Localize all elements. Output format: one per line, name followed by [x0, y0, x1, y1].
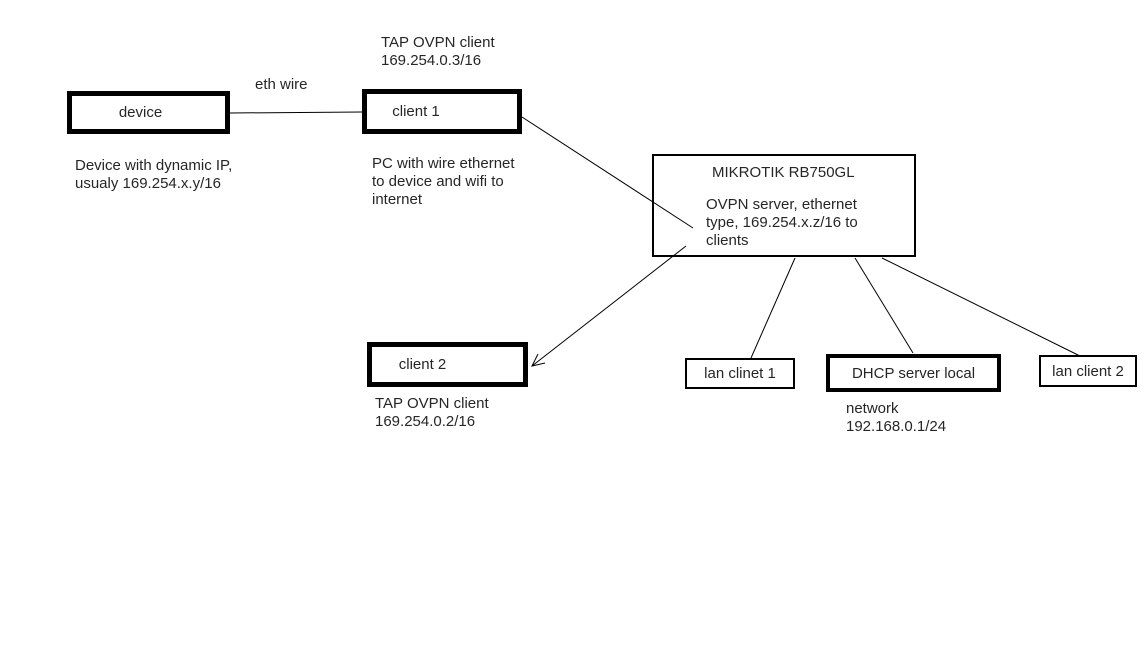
edge-mikrotik-lan-client2 — [881, 257, 1081, 357]
node-dhcp-server: DHCP server local — [826, 354, 1001, 392]
node-client1: client 1 — [362, 89, 522, 134]
node-client1-label: client 1 — [392, 103, 440, 120]
node-mikrotik-router: MIKROTIK RB750GL OVPN server, ethernet t… — [652, 154, 916, 257]
node-device-label: device — [118, 104, 163, 121]
annotation-client1-ip: TAP OVPN client 169.254.0.3/16 — [381, 34, 495, 69]
annotation-device-note: Device with dynamic IP, usualy 169.254.x… — [75, 157, 233, 192]
annotation-dhcp-note: network 192.168.0.1/24 — [846, 400, 947, 435]
node-dhcp-server-label: DHCP server local — [851, 364, 976, 382]
edge-mikrotik-lan-client1 — [750, 257, 796, 359]
edge-mikrotik-client2-arrowhead — [531, 353, 546, 367]
node-lan-client2: lan client 2 — [1039, 355, 1137, 387]
annotation-client1-note: PC with wire ethernet to device and wifi… — [372, 155, 515, 208]
mikrotik-title: MIKROTIK RB750GL — [712, 164, 855, 181]
node-lan-client1: lan clinet 1 — [685, 358, 795, 389]
annotation-client2-ip: TAP OVPN client 169.254.0.2/16 — [375, 395, 489, 430]
node-device: device — [67, 91, 230, 134]
edge-device-client1 — [229, 111, 363, 114]
node-client2-label: client 2 — [398, 356, 447, 373]
node-lan-client1-label: lan clinet 1 — [704, 365, 776, 382]
node-client2: client 2 — [367, 342, 528, 387]
mikrotik-description: OVPN server, ethernet type, 169.254.x.z/… — [706, 196, 858, 249]
edge-mikrotik-dhcp — [854, 257, 914, 354]
edge-mikrotik-client2 — [531, 245, 687, 367]
node-lan-client2-label: lan client 2 — [1052, 362, 1124, 380]
annotation-eth-wire: eth wire — [255, 76, 308, 93]
